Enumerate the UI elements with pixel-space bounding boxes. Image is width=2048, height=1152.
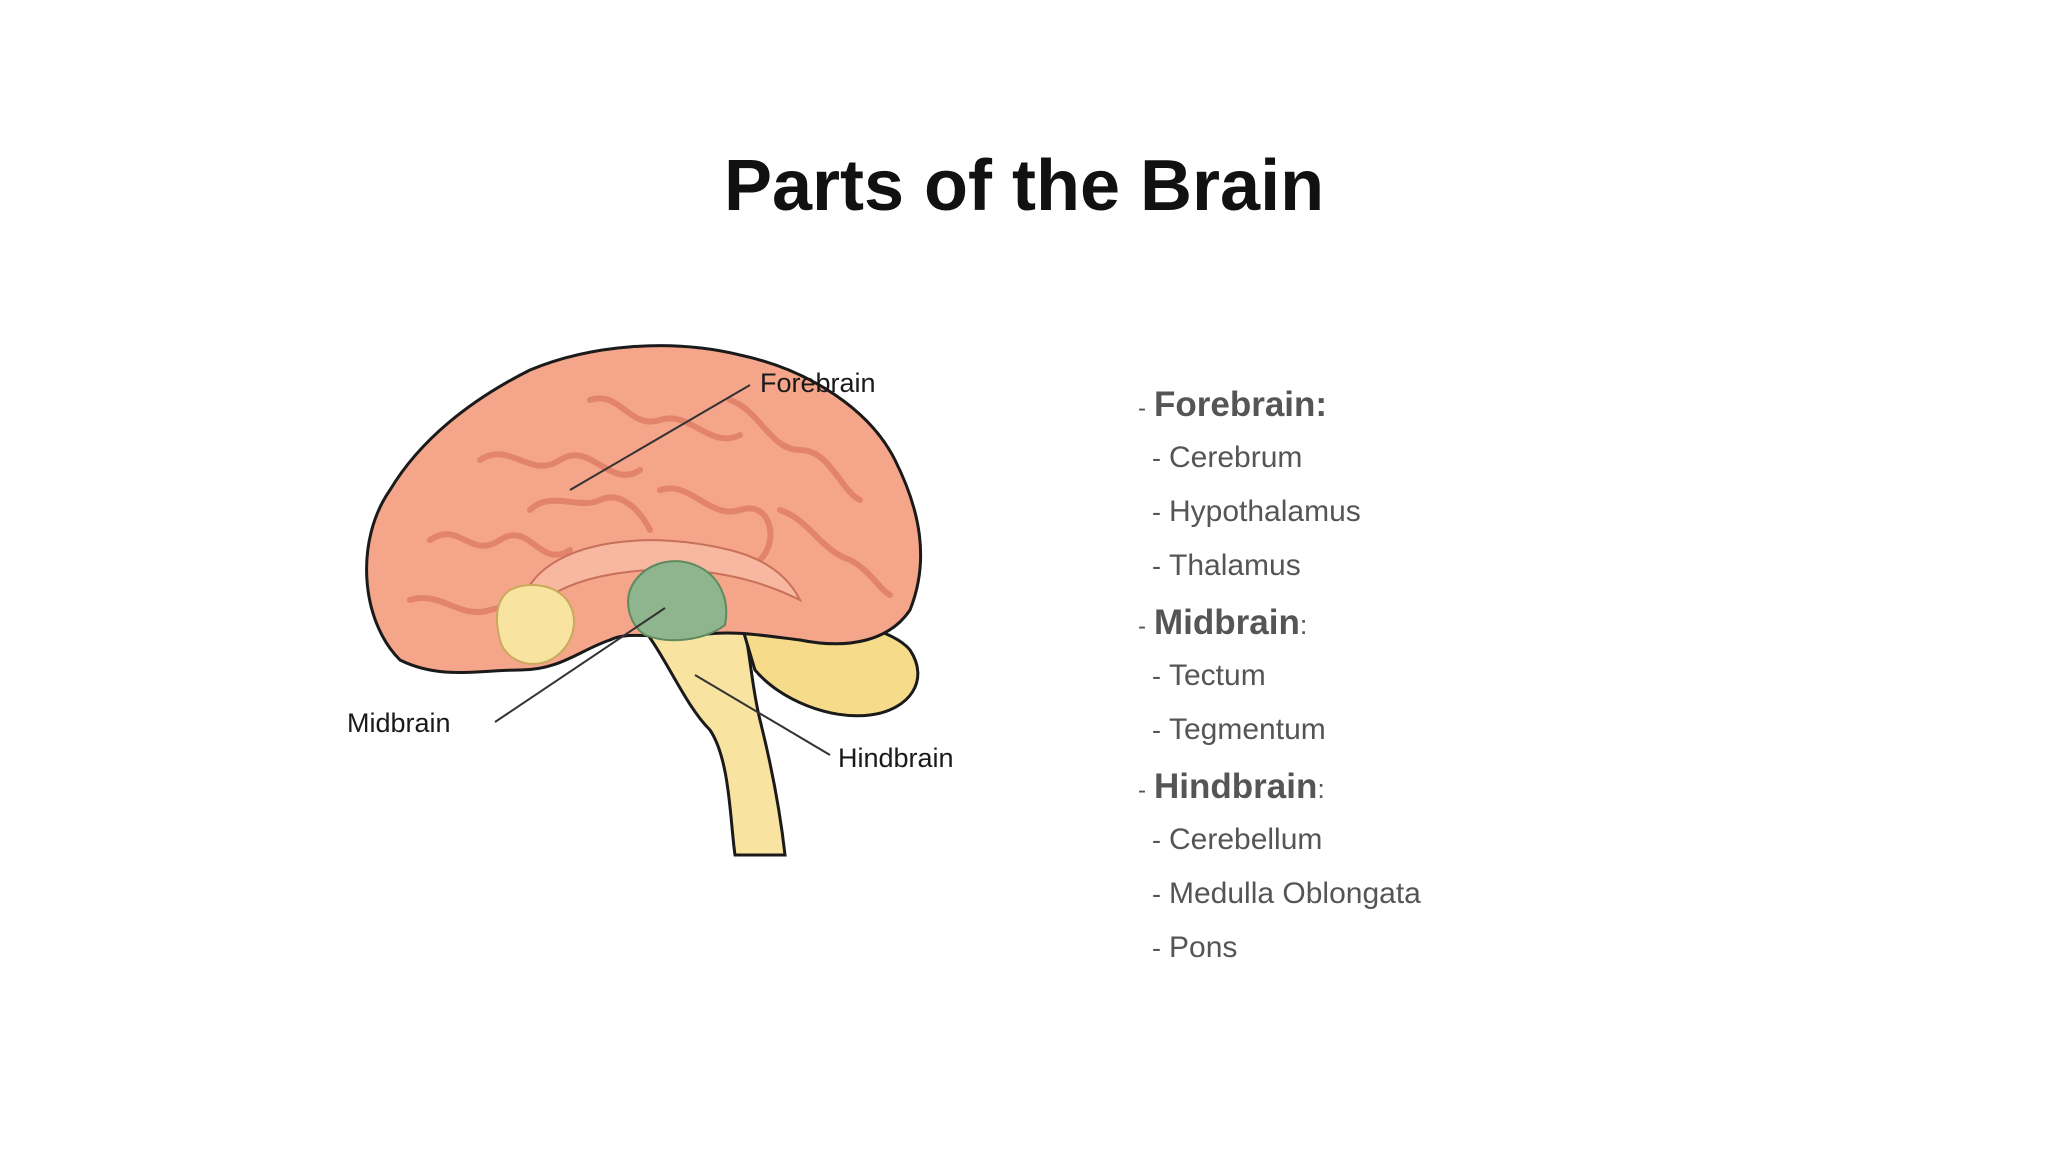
item-label: Pons [1169, 931, 1238, 964]
forebrain-label: Forebrain [760, 368, 876, 398]
corpus-callosum [528, 539, 803, 603]
section-colon: : [1317, 774, 1325, 804]
list-item: - Hypothalamus [1138, 495, 1421, 549]
section-dash: - [1138, 613, 1146, 640]
item-dash: - [1152, 497, 1161, 527]
list-item: - Pons [1138, 931, 1421, 985]
item-dash: - [1152, 825, 1161, 855]
hindbrain-label: Hindbrain [838, 743, 954, 773]
section-colon: : [1315, 385, 1328, 424]
item-dash: - [1152, 933, 1161, 963]
front-lower-shape [496, 584, 575, 665]
list-item: - Tectum [1138, 659, 1421, 713]
item-label: Cerebellum [1169, 823, 1323, 856]
item-label: Tegmentum [1169, 713, 1326, 746]
section-title: Forebrain [1154, 385, 1316, 424]
brain-parts-outline: - Forebrain : - Cerebrum - Hypothalamus … [1138, 385, 1421, 985]
list-item: - Cerebellum [1138, 823, 1421, 877]
forebrain-callout-line [569, 384, 751, 491]
midbrain-label: Midbrain [347, 708, 451, 738]
item-label: Medulla Oblongata [1169, 877, 1421, 910]
list-item: - Medulla Oblongata [1138, 877, 1421, 931]
item-dash: - [1152, 551, 1161, 581]
section-heading-hindbrain: - Hindbrain : [1138, 767, 1421, 823]
item-dash: - [1152, 715, 1161, 745]
section-title: Midbrain [1154, 603, 1300, 642]
slide-title: Parts of the Brain [723, 146, 1325, 226]
section-dash: - [1138, 395, 1146, 422]
item-dash: - [1152, 443, 1161, 473]
midbrain-shape [627, 560, 728, 642]
item-dash: - [1152, 879, 1161, 909]
section-heading-forebrain: - Forebrain : [1138, 385, 1421, 441]
section-title: Hindbrain [1154, 767, 1318, 806]
item-label: Thalamus [1169, 549, 1301, 582]
section-heading-midbrain: - Midbrain : [1138, 603, 1421, 659]
brain-illustration [365, 344, 923, 857]
list-item: - Thalamus [1138, 549, 1421, 603]
list-item: - Cerebrum [1138, 441, 1421, 495]
midbrain-callout-line [494, 607, 666, 723]
item-label: Hypothalamus [1169, 495, 1361, 528]
brainstem-shape [625, 613, 787, 857]
brain-diagram: Forebrain Midbrain Hindbrain [330, 340, 1070, 870]
section-dash: - [1138, 777, 1146, 804]
section-colon: : [1299, 610, 1308, 640]
item-dash: - [1152, 661, 1161, 691]
item-label: Cerebrum [1169, 441, 1303, 474]
hindbrain-callout-line [694, 674, 831, 756]
list-item: - Tegmentum [1138, 713, 1421, 767]
item-label: Tectum [1169, 659, 1266, 692]
